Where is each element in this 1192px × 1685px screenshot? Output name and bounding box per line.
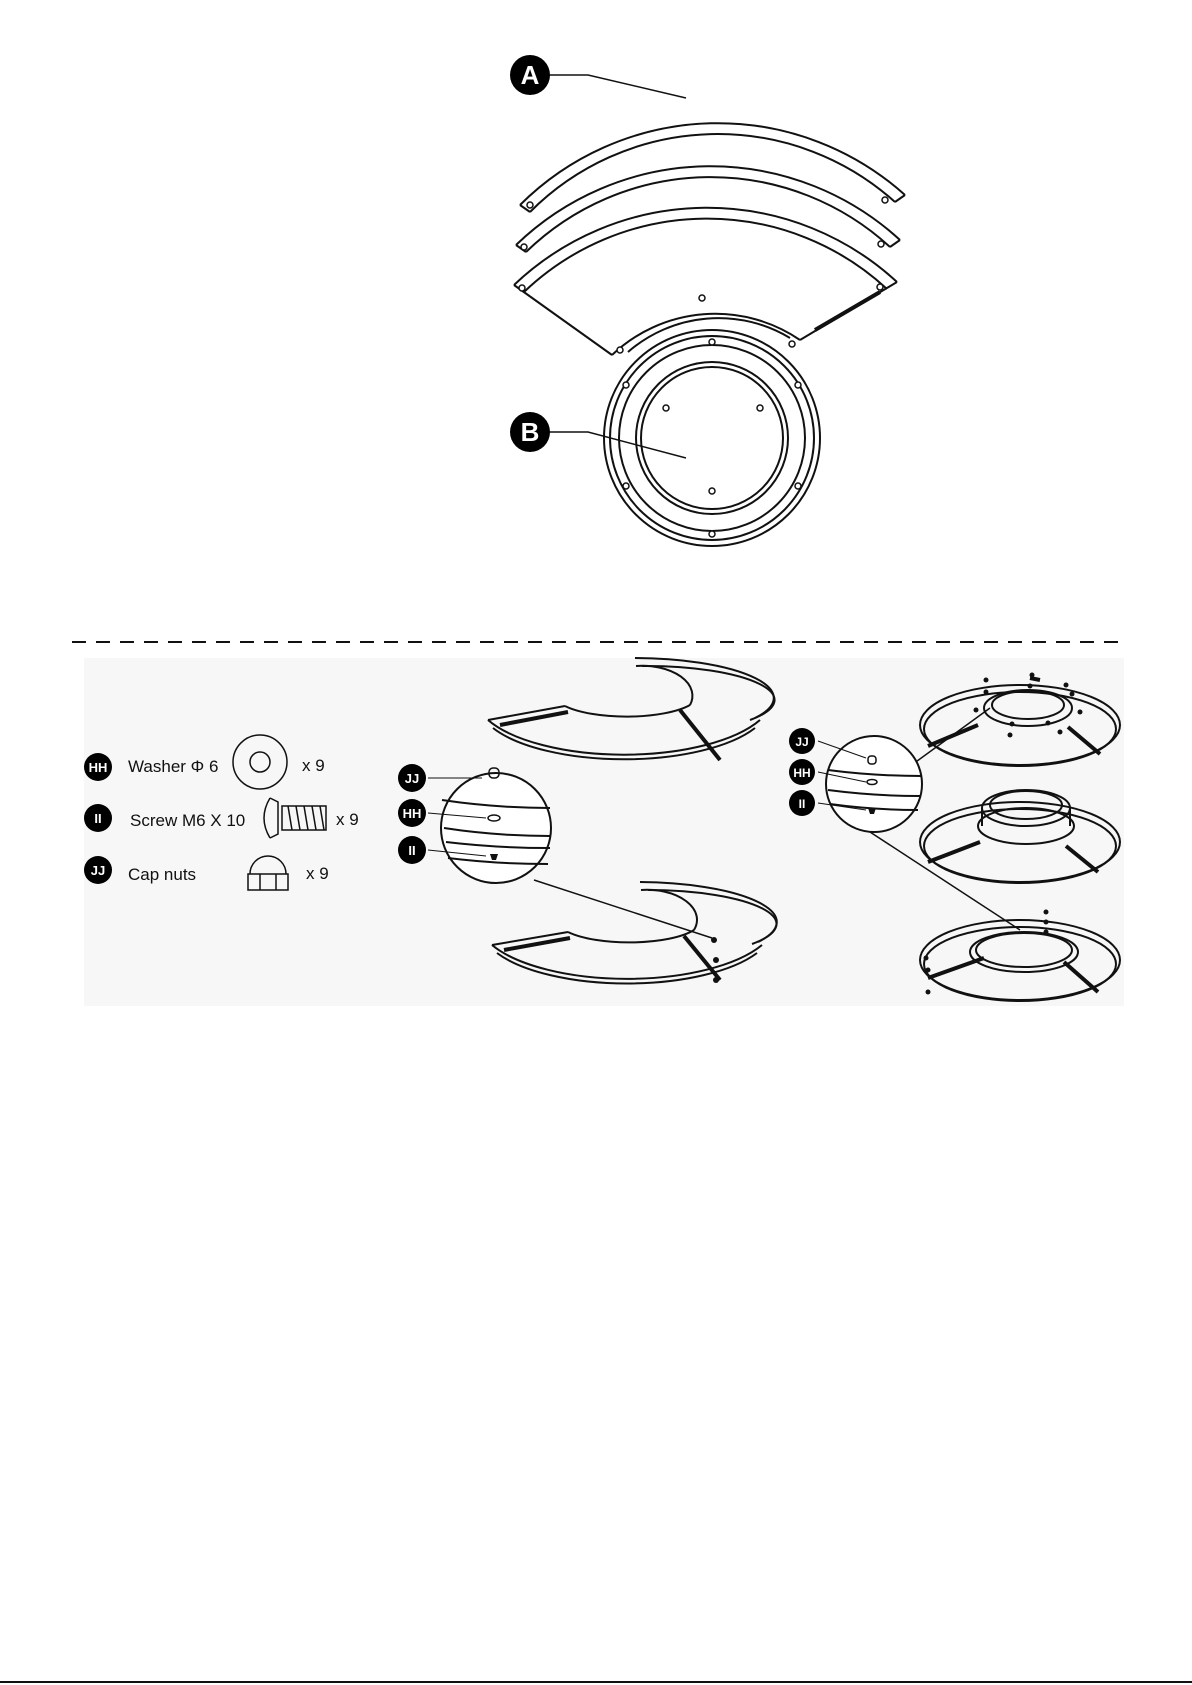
label-a: A bbox=[510, 55, 686, 98]
hardware-code-jj: JJ bbox=[91, 863, 105, 878]
hardware-qty-washer: x 9 bbox=[302, 756, 325, 775]
part-a-arcs bbox=[514, 123, 905, 355]
hardware-code-ii: II bbox=[94, 811, 101, 826]
hardware-code-hh: HH bbox=[89, 760, 108, 775]
step-panel bbox=[84, 658, 1124, 1006]
hardware-qty-capnut: x 9 bbox=[306, 864, 329, 883]
step1-callout-jj: JJ bbox=[405, 771, 419, 786]
hardware-qty-screw: x 9 bbox=[336, 810, 359, 829]
step1-callout-ii: II bbox=[408, 843, 415, 858]
step2-callout-jj: JJ bbox=[795, 735, 808, 749]
hardware-name-washer: Washer Φ 6 bbox=[128, 757, 218, 776]
hardware-name-capnut: Cap nuts bbox=[128, 865, 196, 884]
hardware-name-screw: Screw M6 X 10 bbox=[130, 811, 245, 830]
step2-callout-hh: HH bbox=[793, 766, 810, 780]
label-a-text: A bbox=[521, 60, 540, 90]
step1-callout-hh: HH bbox=[403, 806, 422, 821]
step2-callout-ii: II bbox=[799, 797, 806, 811]
label-b: B bbox=[510, 412, 686, 458]
part-b-plate bbox=[604, 330, 820, 546]
label-b-text: B bbox=[521, 417, 540, 447]
